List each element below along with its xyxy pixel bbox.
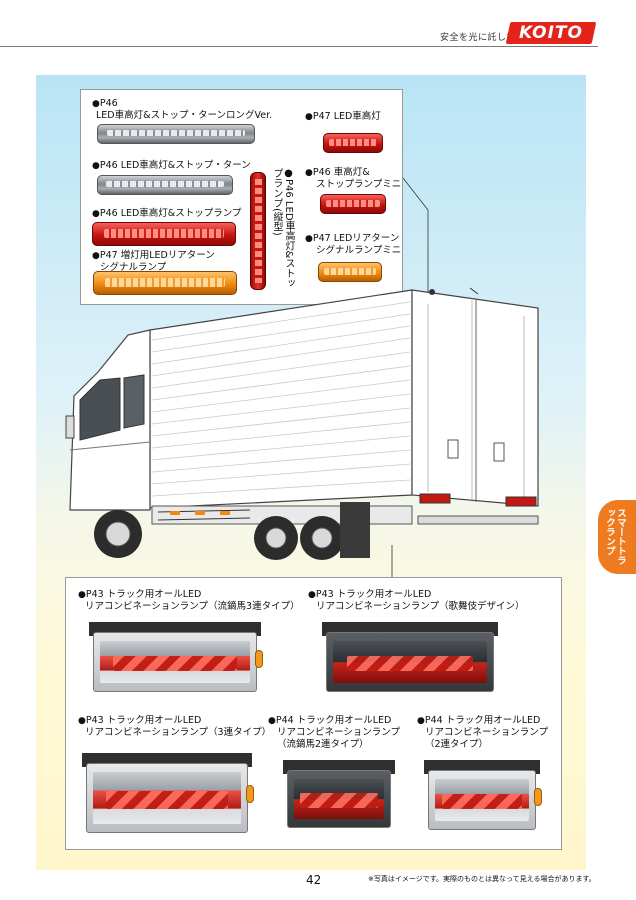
combo-lamp-p43-yabusame3-image: [89, 622, 263, 692]
callout-p46-mini: ●P46 車高灯&: [305, 167, 370, 178]
lamp-p46-long-image: [97, 124, 255, 144]
lamp-p46-mini-image: [320, 194, 386, 214]
side-tab-label: スマートトラックランプ: [604, 508, 626, 565]
callout-p46-stop-turn: ●P46 LED車高灯&ストップ・ターン: [92, 160, 251, 171]
callout-p44-2ren-line2: リアコンビネーションランプ: [425, 727, 549, 738]
callout-p47-add-turn: ●P47 増灯用LEDリアターン: [92, 250, 215, 261]
lamp-p47-add-turn-image: [93, 271, 237, 295]
combo-lamp-p44-2ren-image: [424, 760, 542, 830]
callout-p43-kabuki: ●P43 トラック用オールLED: [308, 589, 432, 600]
callout-p46-stop: ●P46 LED車高灯&ストップランプ: [92, 208, 242, 219]
callout-p44-yabusame2: ●P44 トラック用オールLED: [268, 715, 392, 726]
callout-p47-turn-mini-line2: シグナルランプミニ: [316, 245, 402, 256]
callout-p47-clearance: ●P47 LED車高灯: [305, 111, 381, 122]
lamp-p47-clearance-image: [323, 133, 383, 153]
callout-p47-turn-mini: ●P47 LEDリアターン: [305, 233, 400, 244]
combo-lamp-p43-3ren-image: [82, 753, 254, 833]
lamp-p46-vertical-image: [250, 172, 266, 290]
lamp-p46-stop-turn-image: [97, 175, 233, 195]
lamp-p47-turn-mini-image: [318, 262, 382, 282]
combo-lamp-p44-yabusame2-image: [283, 760, 395, 828]
side-tab: スマートトラックランプ: [598, 500, 636, 574]
callout-p47-add-turn-line2: シグナルランプ: [100, 262, 167, 273]
callout-p43-yabusame3: ●P43 トラック用オールLED: [78, 589, 202, 600]
callout-p44-yabusame2-line3: （流鏑馬2連タイプ）: [277, 739, 369, 750]
lamp-p46-stop-image: [92, 222, 236, 246]
header-rule: [0, 46, 598, 47]
truck-illustration: [65, 287, 539, 560]
callout-p44-2ren-line3: （2連タイプ）: [425, 739, 489, 750]
callout-p43-kabuki-line2: リアコンビネーションランプ（歌舞伎デザイン）: [316, 601, 525, 612]
callout-p46-long-ref: ●P46: [92, 98, 118, 109]
callout-p46-mini-line2: ストップランプミニ: [316, 179, 402, 190]
page-header: 安全を光に託して ― KOITO: [0, 0, 636, 50]
callout-p44-yabusame2-line2: リアコンビネーションランプ: [277, 727, 401, 738]
callout-p46-long-text: LED車高灯&ストップ・ターンロングVer.: [96, 110, 273, 121]
combo-lamp-p43-kabuki-image: [322, 622, 498, 692]
page-number: 42: [306, 873, 322, 887]
callout-p43-3ren-line2: リアコンビネーションランプ（3連タイプ）: [85, 727, 272, 738]
image-disclaimer: ※写真はイメージです。実際のものとは異なって見える場合があります。: [368, 875, 596, 883]
callout-p46-vertical: ●P46 LED車高灯&ストップランプ(縦型): [271, 168, 294, 289]
header-tagline: 安全を光に託して ―: [440, 33, 529, 43]
callout-p43-3ren: ●P43 トラック用オールLED: [78, 715, 202, 726]
callout-p44-2ren: ●P44 トラック用オールLED: [417, 715, 541, 726]
callout-p43-yabusame3-line2: リアコンビネーションランプ（流鏑馬3連タイプ）: [85, 601, 300, 612]
